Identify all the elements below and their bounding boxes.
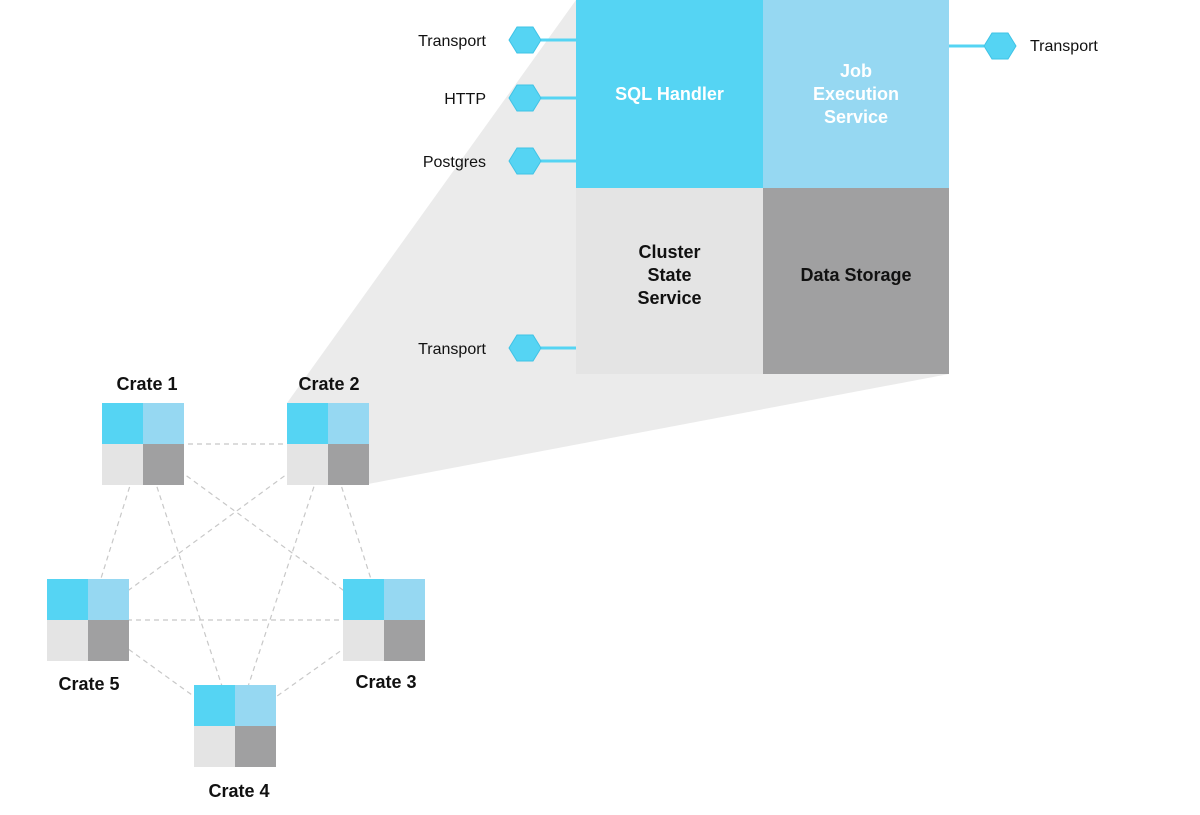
interface-ports: Transport HTTP Postgres Transport Transp… <box>418 26 1098 362</box>
port-sql-http: HTTP <box>444 84 576 112</box>
mini-sql-handler-block <box>287 403 328 444</box>
mini-data-storage-block <box>328 444 369 485</box>
mini-job-execution-block <box>143 403 184 444</box>
data-storage-block: Data Storage <box>763 188 949 374</box>
block-label-line: Data Storage <box>800 265 911 285</box>
port-label-transport: Transport <box>418 33 486 50</box>
mini-sql-handler-block <box>343 579 384 620</box>
node-label: Crate 2 <box>298 374 359 394</box>
transport-port-hexagon-icon <box>508 26 542 54</box>
node-icon <box>102 403 184 485</box>
port-label-postgres: Postgres <box>423 154 486 171</box>
mini-cluster-state-block <box>102 444 143 485</box>
port-label-http: HTTP <box>444 91 486 108</box>
mini-cluster-state-block <box>47 620 88 661</box>
cluster-node: Crate 5 <box>47 579 129 694</box>
cluster-node: Crate 1 <box>102 374 184 485</box>
mini-job-execution-block <box>384 579 425 620</box>
mini-data-storage-block <box>88 620 129 661</box>
cluster-node: Crate 2 <box>287 374 369 485</box>
node-icon <box>194 685 276 767</box>
mini-sql-handler-block <box>194 685 235 726</box>
mini-sql-handler-block <box>47 579 88 620</box>
block-label-line: Service <box>824 107 888 127</box>
block-label-line: Cluster <box>638 242 700 262</box>
cluster-node: Crate 4 <box>194 685 276 801</box>
cluster-mesh-lines <box>87 443 385 727</box>
mini-data-storage-block <box>235 726 276 767</box>
sql-handler-block: SQL Handler <box>576 0 763 188</box>
transport-port-hexagon-icon <box>508 334 542 362</box>
sql-handler-label: SQL Handler <box>615 84 724 104</box>
mini-job-execution-block <box>328 403 369 444</box>
mini-data-storage-block <box>143 444 184 485</box>
node-icon <box>47 579 129 661</box>
port-sql-postgres: Postgres <box>423 147 576 175</box>
node-icon <box>343 579 425 661</box>
mini-cluster-state-block <box>287 444 328 485</box>
cluster-nodes: Crate 1 Crate 2 Crate 3 Crate 4 Crate 5 <box>47 374 425 801</box>
node-label: Crate 5 <box>58 674 119 694</box>
cluster-node: Crate 3 <box>343 579 425 692</box>
node-label: Crate 4 <box>208 781 269 801</box>
port-cluster-transport: Transport <box>418 334 576 362</box>
node-label: Crate 1 <box>116 374 177 394</box>
block-label-line: State <box>647 265 691 285</box>
transport-port-hexagon-icon <box>983 32 1017 60</box>
block-label-line: Job <box>840 61 872 81</box>
http-port-hexagon-icon <box>508 84 542 112</box>
mini-job-execution-block <box>88 579 129 620</box>
mini-cluster-state-block <box>194 726 235 767</box>
node-icon <box>287 403 369 485</box>
port-label-transport: Transport <box>1030 38 1098 55</box>
block-label-line: Execution <box>813 84 899 104</box>
port-sql-transport: Transport <box>418 26 576 54</box>
block-label-line: Service <box>637 288 701 308</box>
mini-cluster-state-block <box>343 620 384 661</box>
port-job-transport: Transport <box>949 32 1098 60</box>
data-storage-label: Data Storage <box>800 265 911 285</box>
block-label-line: SQL Handler <box>615 84 724 104</box>
node-label: Crate 3 <box>355 672 416 692</box>
mini-data-storage-block <box>384 620 425 661</box>
mesh-link-crate-2-crate-4 <box>234 443 329 727</box>
mesh-link-crate-1-crate-4 <box>142 443 236 727</box>
mini-sql-handler-block <box>102 403 143 444</box>
mini-job-execution-block <box>235 685 276 726</box>
port-label-transport: Transport <box>418 341 486 358</box>
postgres-port-hexagon-icon <box>508 147 542 175</box>
